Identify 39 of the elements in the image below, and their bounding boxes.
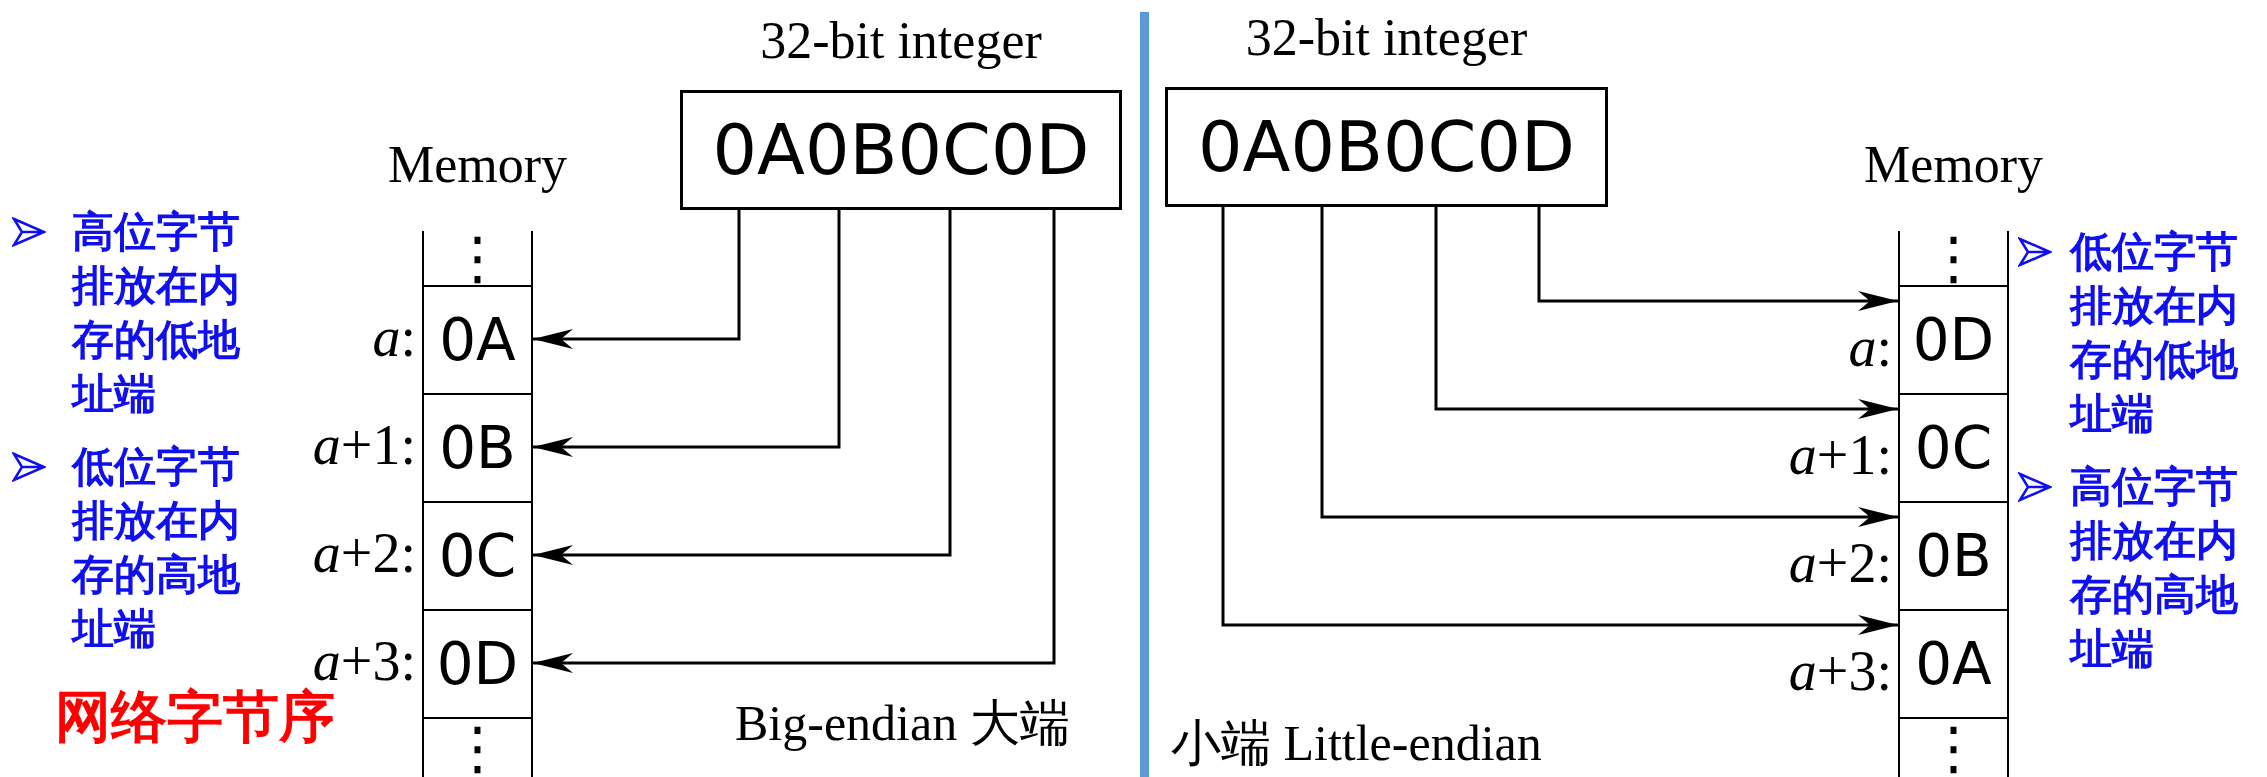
address-label: a+2: [312, 521, 416, 585]
memory-cell: ⋮ [424, 717, 531, 777]
arrow [533, 210, 841, 457]
arrow [533, 210, 952, 565]
arrow [1434, 207, 1898, 419]
memory-cell: 0B [424, 393, 531, 501]
note-text: 高位字节排放在内存的低地址端 [72, 206, 241, 420]
memory-cell: 0D [1900, 285, 2007, 393]
memory-cell: ⋮ [1900, 717, 2007, 777]
memory-cell: 0C [424, 501, 531, 609]
note-text: 低位字节排放在内存的高地址端 [72, 441, 241, 655]
memory-cell: 0C [1900, 393, 2007, 501]
arrow [1320, 207, 1898, 527]
address-label: a+1: [1788, 423, 1892, 487]
arrow [1537, 207, 1898, 311]
address-label: a+1: [312, 413, 416, 477]
column-heading: Memory [1863, 135, 2044, 194]
hex-value: 0A0B0C0D [1198, 106, 1575, 188]
memory-cell: ⋮ [1900, 231, 2007, 285]
note-text: 高位字节排放在内存的高地址端 [2070, 461, 2239, 675]
hex-value: 0A0B0C0D [712, 109, 1090, 191]
address-label: a: [1848, 315, 1892, 379]
arrow [1221, 207, 1898, 635]
address-label: a: [372, 305, 416, 369]
box-heading: 32-bit integer [1245, 8, 1528, 67]
column-heading: Memory [387, 135, 568, 194]
memory-cell: 0A [1900, 609, 2007, 717]
memory-cell: 0A [424, 285, 531, 393]
address-label: a+2: [1788, 531, 1892, 595]
arrow [533, 210, 1056, 673]
caption-text: Big-endian 大端 [735, 694, 1070, 753]
box-heading: 32-bit integer [760, 11, 1042, 70]
memory-cell: 0B [1900, 501, 2007, 609]
note-text: 低位字节排放在内存的低地址端 [2070, 226, 2239, 440]
address-label: a+3: [1788, 639, 1892, 703]
arrow [533, 210, 741, 349]
caption-text: 小端 Little-endian [1171, 714, 1542, 773]
memory-cell: ⋮ [424, 231, 531, 285]
memory-cell: 0D [424, 609, 531, 717]
